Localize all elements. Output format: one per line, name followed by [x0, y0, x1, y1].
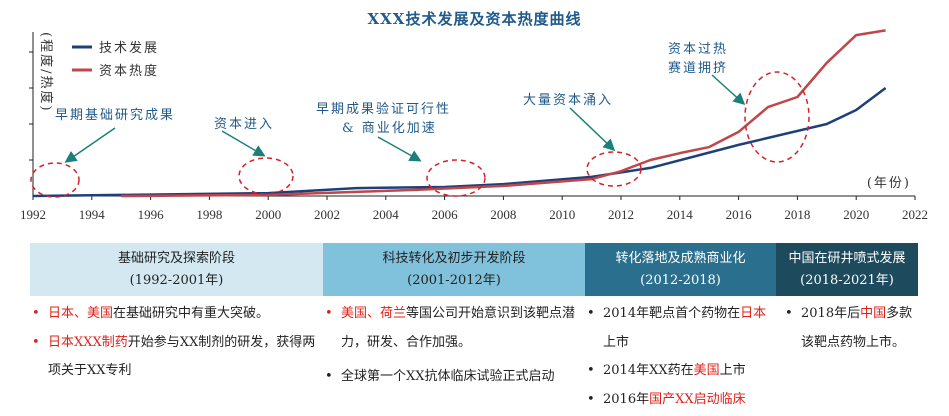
note: 2016年国产XX启动临床: [585, 386, 773, 415]
x-tick-label: 2022: [902, 207, 928, 222]
x-tick-label: 1998: [196, 207, 222, 222]
annotation-arrow: [569, 107, 616, 152]
x-tick-label: 2012: [608, 207, 634, 222]
annotation: 资本过热: [668, 42, 729, 57]
highlight: 日本XXX制药: [48, 334, 128, 350]
legend-label: 资本热度: [99, 63, 159, 79]
annotation-arrow: [64, 127, 116, 163]
note: 2018年后中国多款该靶点药物上市。: [783, 300, 913, 357]
highlight: 日本、美国: [48, 306, 114, 321]
x-tick-label: 2014: [667, 207, 694, 222]
note-text: 多款该靶点药物上市。: [801, 306, 913, 350]
series-line-tech: [32, 86, 887, 198]
highlight: 美国、荷兰: [341, 306, 407, 321]
legend-label: 技术发展: [99, 40, 159, 56]
note-text: 在基础研究中有重大突破。: [113, 306, 270, 321]
x-axis-label: (年份): [867, 176, 911, 191]
series-line-capital: [121, 29, 886, 198]
phase-name: 基础研究及探索阶段: [117, 250, 235, 266]
highlight: 美国: [693, 363, 720, 378]
phase-header: 科技转化及初步开发阶段 (2001-2012年): [323, 243, 585, 296]
note-text: 2014年XX药在: [603, 363, 694, 378]
x-tick-label: 2008: [490, 207, 516, 222]
annotation: 资本进入: [214, 117, 275, 132]
x-tick-label: 2004: [373, 207, 400, 222]
note: 2014年XX药在美国上市: [585, 357, 773, 386]
note-text: 上市: [719, 363, 746, 378]
annotation: 早期基础研究成果: [55, 108, 176, 123]
x-tick-label: 2010: [549, 207, 575, 222]
x-tick-label: 2002: [314, 207, 340, 222]
phase-notes-1: 日本、美国在基础研究中有重大突破。 日本XXX制药开始参与XX制剂的研发，获得两…: [30, 300, 322, 386]
x-tick-label: 2016: [726, 207, 753, 222]
phase-notes-4: 2018年后中国多款该靶点药物上市。: [783, 300, 913, 357]
x-tick-label: 2006: [432, 207, 459, 222]
chart-title: XXX技术发展及资本热度曲线: [367, 10, 582, 28]
x-tick-label: 2000: [255, 207, 281, 222]
x-tick-label: 2018: [784, 207, 810, 222]
note-text: 全球第一个XX抗体临床试验正式启动: [341, 369, 555, 384]
phase-period: (1992-2001年): [129, 272, 224, 288]
highlight: 中国: [860, 306, 887, 321]
y-axis-label: (程度/热度): [38, 32, 54, 113]
highlight: 日本: [740, 306, 767, 321]
note-text: 等国公司开始意识到该靶点潜力，研发、合作加强。: [341, 306, 576, 350]
annotation-arrow: [711, 74, 746, 106]
highlight-ellipse: [426, 159, 486, 197]
annotation-arrow: [221, 130, 266, 157]
phase-period: (2018-2021年): [800, 272, 894, 288]
phase-period: (2001-2012年): [407, 272, 501, 288]
note-text: 开始参与XX制剂的研发，获得两项关于XX专利: [48, 334, 316, 379]
highlight-ellipse: [238, 157, 294, 195]
x-tick-label: 1992: [20, 207, 46, 222]
phase-header: 转化落地及成熟商业化 (2012-2018): [585, 243, 776, 296]
phase-notes-2: 美国、荷兰等国公司开始意识到该靶点潜力，研发、合作加强。 全球第一个XX抗体临床…: [323, 300, 583, 392]
x-tick-label: 2020: [843, 207, 869, 222]
highlight-ellipse: [30, 162, 80, 198]
phase-name: 中国在研井喷式发展: [788, 250, 906, 266]
annotation: 早期成果验证可行性: [316, 102, 452, 117]
note-text: 2016年: [603, 391, 650, 407]
annotation: 赛道拥挤: [668, 61, 729, 76]
phase-header: 基础研究及探索阶段 (1992-2001年): [30, 243, 323, 296]
note-text: 2014年靶点首个药物在: [603, 306, 741, 321]
note: 全球第一个XX抗体临床试验正式启动: [323, 363, 583, 392]
note: 日本、美国在基础研究中有重大突破。: [30, 300, 322, 329]
phase-name: 转化落地及成熟商业化: [615, 250, 746, 266]
note: 美国、荷兰等国公司开始意识到该靶点潜力，研发、合作加强。: [323, 300, 583, 357]
note: 2014年靶点首个药物在日本上市: [585, 300, 773, 357]
phase-notes-3: 2014年靶点首个药物在日本上市 2014年XX药在美国上市 2016年国产XX…: [585, 300, 773, 414]
note-text: 2018年后: [801, 306, 861, 321]
phase-period: (2012-2018): [640, 272, 721, 288]
note: 日本XXX制药开始参与XX制剂的研发，获得两项关于XX专利: [30, 329, 322, 386]
annotation: & 商业化加速: [342, 121, 437, 136]
phase-name: 科技转化及初步开发阶段: [382, 250, 526, 266]
highlight: 国产XX启动临床: [649, 391, 746, 407]
note-text: 上市: [603, 334, 630, 350]
annotation: 大量资本涌入: [523, 93, 614, 108]
x-tick-label: 1996: [138, 207, 165, 222]
highlight-ellipse: [586, 151, 642, 187]
phase-header: 中国在研井喷式发展 (2018-2021年): [776, 243, 918, 296]
line-chart: 1992 1994 1996 1998 2000 2002 2004 2006 2008 2010…: [20, 29, 928, 222]
annotation-arrow: [377, 136, 422, 162]
x-tick-label: 1994: [79, 207, 106, 222]
highlight-ellipse: [744, 71, 810, 163]
